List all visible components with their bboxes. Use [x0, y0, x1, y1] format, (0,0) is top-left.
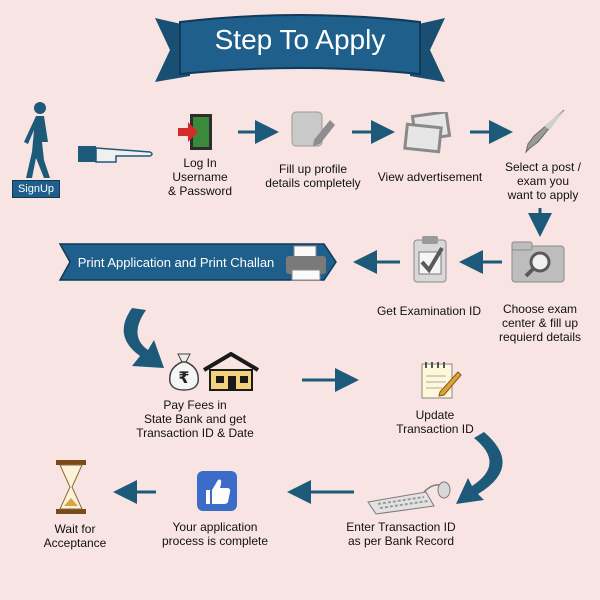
pointing-hand-icon	[78, 146, 153, 163]
magnifier-folder-icon[interactable]	[510, 240, 566, 284]
thumbs-up-icon[interactable]	[196, 470, 238, 512]
clipboard-check-icon[interactable]	[410, 234, 450, 284]
view-frames-icon[interactable]	[402, 112, 462, 154]
step-login-label: Log In Username & Password	[167, 156, 233, 198]
step-enter-label: Enter Transaction ID as per Bank Record	[346, 520, 456, 548]
house-icon[interactable]	[200, 352, 262, 392]
rupee-symbol: ₹	[178, 370, 190, 387]
step-update-label: Update Transaction ID	[396, 408, 474, 436]
rupee-bag-icon[interactable]	[166, 350, 202, 392]
step-pay-label: Pay Fees in State Bank and get Transacti…	[136, 398, 254, 440]
step-wait-label: Wait for Acceptance	[43, 522, 107, 550]
printer-icon[interactable]	[284, 244, 328, 282]
step-advert-label: View advertisement	[377, 170, 483, 184]
signup-label: SignUp	[17, 183, 55, 195]
step-center-label: Choose exam center & fill up requierd de…	[498, 302, 582, 344]
hourglass-icon	[56, 460, 86, 514]
print-banner	[58, 243, 337, 281]
notepad-pencil-icon[interactable]	[418, 360, 462, 400]
login-door-icon[interactable]	[176, 112, 216, 152]
pen-nib-icon[interactable]	[520, 108, 566, 154]
signup-button[interactable]: SignUp	[12, 180, 60, 198]
step-exam-id-label: Get Examination ID	[376, 304, 482, 318]
curve-arrow-update-enter	[456, 432, 503, 504]
title-banner	[155, 14, 445, 82]
step-select-label: Select a post / exam you want to apply	[504, 160, 582, 202]
edit-profile-icon[interactable]	[290, 110, 336, 152]
step-complete-label: Your application process is complete	[161, 520, 269, 548]
page-title: Step To Apply	[214, 24, 386, 55]
walking-man-icon	[24, 102, 50, 178]
step-profile-label: Fill up profile details completely	[265, 162, 361, 190]
keyboard-mouse-icon[interactable]	[364, 480, 454, 516]
curve-arrow-print-pay	[123, 308, 164, 368]
print-button[interactable]: Print Application and Print Challan	[77, 255, 275, 270]
